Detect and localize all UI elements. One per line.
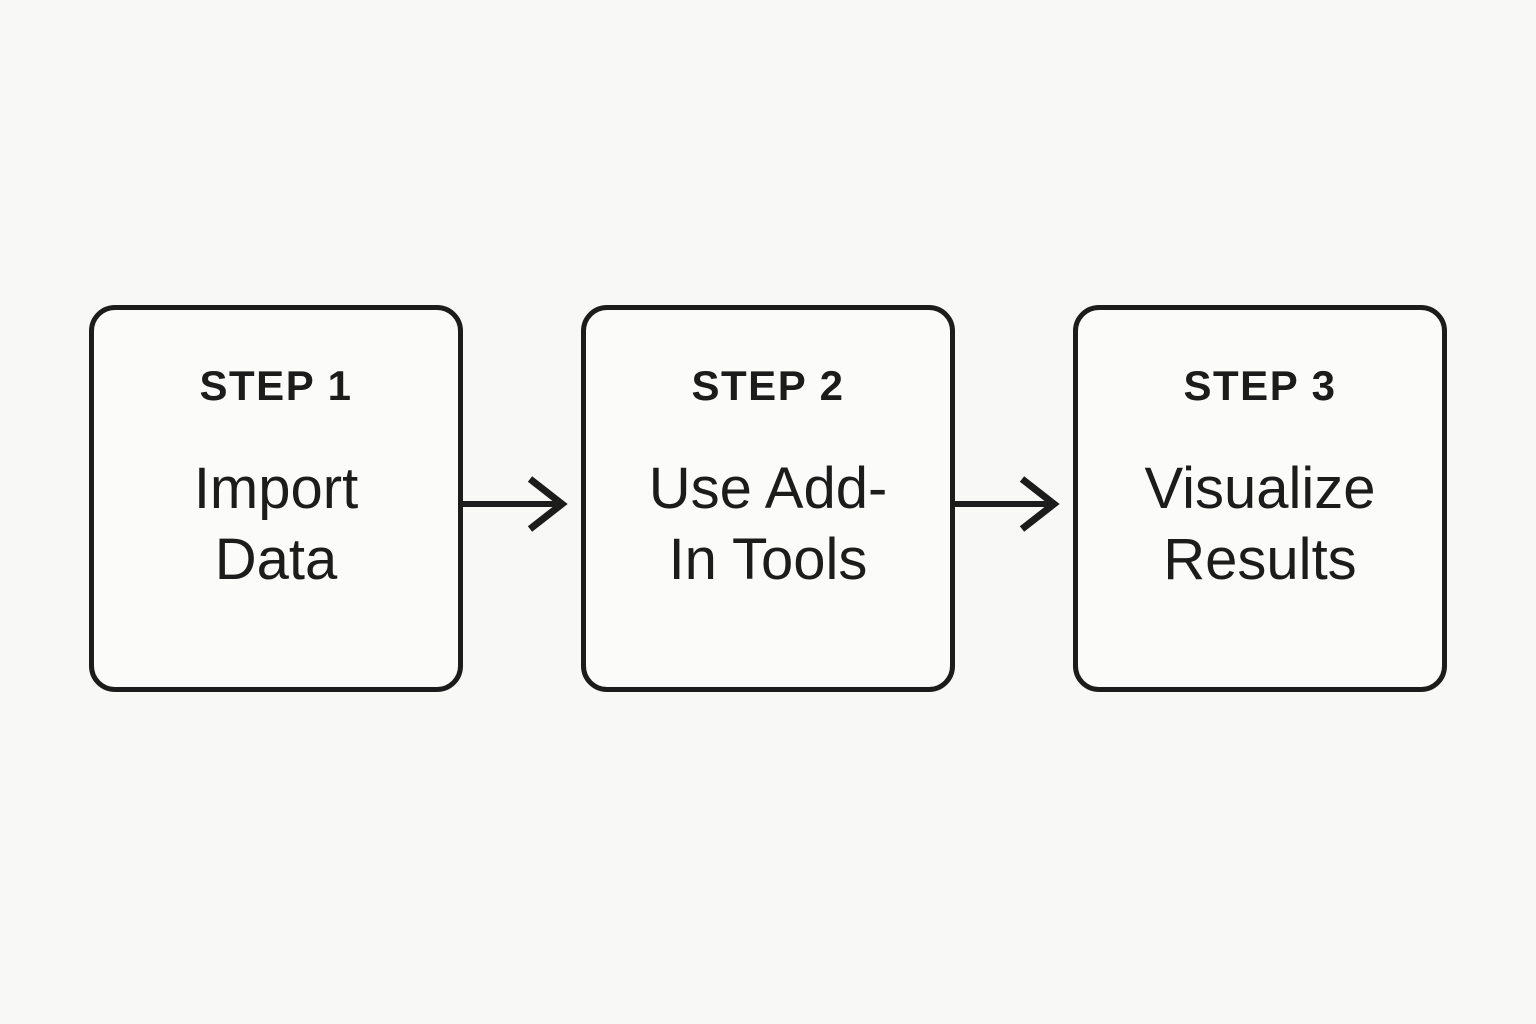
flowchart: STEP 1 Import Data STEP 2 Use Add- In To…: [0, 305, 1536, 692]
step-2-title-line-2: In Tools: [668, 526, 868, 592]
step-3-label: STEP 3: [1183, 362, 1337, 409]
step-2-box: STEP 2 Use Add- In Tools: [581, 305, 955, 692]
arrow-right-icon: [955, 305, 1073, 692]
step-3-box: STEP 3 Visualize Results: [1073, 305, 1447, 692]
arrow-right-icon: [463, 305, 581, 692]
step-1-label: STEP 1: [199, 362, 353, 409]
step-1-title-line-2: Data: [214, 526, 338, 592]
step-2-title: Use Add- In Tools: [649, 454, 888, 596]
step-2-label: STEP 2: [691, 362, 845, 409]
step-3-title: Visualize Results: [1144, 454, 1375, 596]
step-2-title-line-1: Use Add-: [648, 456, 888, 521]
step-1-title-line-1: Import: [193, 456, 359, 521]
step-1-title: Import Data: [194, 454, 358, 596]
step-1-box: STEP 1 Import Data: [89, 305, 463, 692]
step-3-title-line-1: Visualize: [1144, 456, 1376, 521]
step-3-title-line-2: Results: [1163, 526, 1357, 592]
